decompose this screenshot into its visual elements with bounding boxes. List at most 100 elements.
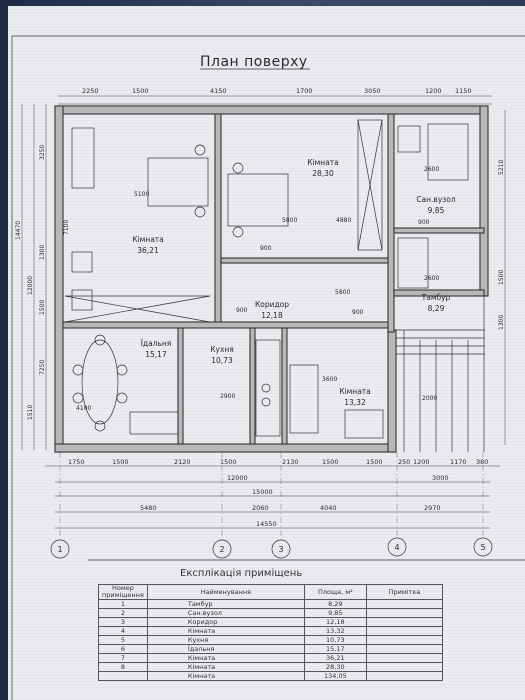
column-header: Примітка [365, 584, 444, 600]
table-cell [365, 635, 444, 645]
explication-table: Номер приміщення Найменування Площа, м² … [98, 584, 444, 681]
axis-marker [271, 539, 291, 559]
left-dimension-labels: 3250 7100 1300 12000 14470 1500 7250 151… [15, 145, 70, 420]
dim-label: 5480 [140, 504, 157, 512]
table-cell: 36,21 [303, 653, 367, 663]
column-header: Найменування [146, 584, 305, 600]
table-cell [365, 662, 444, 672]
dim-label: 1300 [39, 245, 46, 260]
dim-label: 12000 [227, 474, 248, 482]
dim-label: 900 [418, 219, 430, 226]
dim-label: 380 [476, 458, 488, 466]
table-cell: 1 [98, 599, 148, 609]
table-cell: Коридор [146, 617, 305, 627]
dim-label: 2600 [424, 166, 439, 173]
table-cell: 13,32 [303, 626, 367, 636]
dim-label: 1500 [39, 300, 46, 315]
explication-title: Експлікація приміщень [180, 568, 303, 579]
axis-marker [212, 539, 232, 559]
table-cell [98, 671, 148, 681]
room-name: Кухня [210, 345, 234, 354]
inner-dimension-labels: 5100 4880 5800 900 2600 900 2600 5800 90… [76, 166, 439, 412]
table-header-row: Номер приміщення Найменування Площа, м² … [98, 584, 444, 600]
dim-label: 5100 [134, 191, 149, 198]
table-cell: Їдальня [146, 644, 305, 654]
dim-label: 2000 [422, 395, 437, 402]
dim-label: 2130 [282, 458, 299, 466]
dim-label: 1200 [413, 458, 430, 466]
room-area: 28,30 [312, 169, 334, 178]
dim-label: 1500 [498, 270, 505, 285]
room-name: Кімната [307, 158, 339, 167]
dim-label: 2900 [220, 393, 235, 400]
dim-label: 250 [398, 458, 410, 466]
table-cell: Кімната [146, 626, 305, 636]
dim-label: 1500 [322, 458, 339, 466]
dim-label: 1200 [425, 87, 442, 95]
dim-label: 900 [352, 309, 364, 316]
room-name: Кімната [339, 387, 371, 396]
column-header: Номер приміщення [98, 584, 148, 600]
table-cell: 8,29 [303, 599, 367, 609]
dim-label: 2120 [174, 458, 191, 466]
room-area: 15,17 [145, 350, 167, 359]
dim-label: 1700 [296, 87, 313, 95]
room-area: 13,32 [344, 398, 366, 407]
table-cell: 3 [98, 617, 148, 627]
axis-label: 3 [278, 545, 283, 554]
room-name: Кімната [132, 235, 164, 244]
room-area: 12,18 [261, 311, 283, 320]
dim-label: 900 [236, 307, 248, 314]
dim-label: 1170 [450, 458, 467, 466]
right-dimension-labels: 5210 1500 1300 [498, 160, 505, 330]
table-cell: 4 [98, 626, 148, 636]
table-cell [365, 644, 444, 654]
room-area: 9,85 [428, 206, 445, 215]
dim-label: 12000 [27, 276, 34, 295]
table-cell: Кухня [146, 635, 305, 645]
bottom-dimension-labels-row1: 1750 1500 2120 1500 2130 1500 1500 250 1… [68, 458, 488, 466]
table-cell: 7 [98, 653, 148, 663]
dim-label: 4880 [336, 217, 351, 224]
table-cell: 5 [98, 635, 148, 645]
table-cell [365, 599, 444, 609]
room-name: Їдальня [141, 339, 172, 348]
exterior-walls [54, 105, 489, 453]
column-header: Площа, м² [303, 584, 367, 600]
axis-marker [387, 537, 407, 557]
dim-label: 7100 [63, 220, 70, 235]
dim-label: 2600 [424, 275, 439, 282]
dim-label: 3000 [432, 474, 449, 482]
dim-label: 1150 [455, 87, 472, 95]
dim-label: 1750 [68, 458, 85, 466]
dim-label: 5210 [498, 160, 505, 175]
dim-label: 15000 [252, 488, 273, 496]
room-name: Тамбур [421, 293, 451, 302]
table-cell: 6 [98, 644, 148, 654]
room-details [64, 119, 485, 452]
table-cell [365, 608, 444, 618]
dim-label: 7250 [39, 360, 46, 375]
table-cell: 2 [98, 608, 148, 618]
bottom-dimension-labels-row3: 5480 2060 4040 2970 [140, 504, 441, 512]
axis-label: 4 [394, 543, 399, 552]
axis-label: 2 [219, 545, 224, 554]
table-cell: 9,85 [303, 608, 367, 618]
room-name: Сан.вузол [416, 195, 456, 204]
dim-label: 5800 [335, 289, 350, 296]
table-cell: Кімната [146, 662, 305, 672]
dim-label: 1500 [132, 87, 149, 95]
room-labels: Кімната 36,21 Кімната 28,30 Сан.вузол 9,… [132, 158, 456, 407]
table-cell: 28,30 [303, 662, 367, 672]
dim-label: 1510 [27, 405, 34, 420]
dim-label: 4100 [76, 405, 91, 412]
dim-label: 14550 [256, 520, 277, 528]
